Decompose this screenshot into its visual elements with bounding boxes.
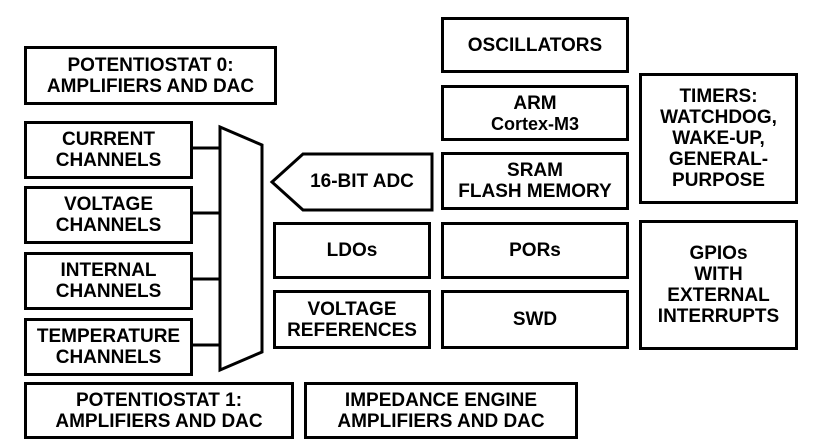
gpios-line-1: GPIOs (689, 243, 748, 264)
timers-line-4: GENERAL- (668, 149, 769, 170)
current-channels-line-2: CHANNELS (55, 150, 162, 171)
timers-line-2: WATCHDOG, (660, 107, 777, 128)
arm-line-2: Cortex-M3 (490, 113, 579, 134)
temperature-channels-block: TEMPERATURE CHANNELS (24, 318, 193, 376)
potentiostat0-line-1: POTENTIOSTAT 0: (67, 54, 234, 76)
impedance-engine-block: IMPEDANCE ENGINE AMPLIFIERS AND DAC (304, 382, 578, 439)
adc-label: 16-BIT ADC (310, 171, 414, 192)
pors-label: PORs (509, 240, 561, 261)
timers-line-5: PURPOSE (672, 170, 765, 191)
sram-line-2: FLASH MEMORY (458, 181, 612, 202)
internal-channels-block: INTERNAL CHANNELS (24, 252, 193, 310)
gpios-block: GPIOs WITH EXTERNAL INTERRUPTS (639, 220, 798, 350)
gpios-line-3: EXTERNAL (667, 285, 770, 306)
pors-block: PORs (441, 222, 629, 279)
potentiostat1-line-2: AMPLIFIERS AND DAC (55, 410, 263, 432)
temperature-channels-line-1: TEMPERATURE (36, 326, 181, 347)
ldos-block: LDOs (273, 222, 431, 279)
temperature-channels-line-2: CHANNELS (55, 347, 162, 368)
sram-line-1: SRAM (507, 160, 563, 181)
potentiostat0-line-2: AMPLIFIERS AND DAC (46, 75, 255, 97)
swd-label: SWD (512, 309, 558, 330)
voltage-references-block: VOLTAGE REFERENCES (273, 290, 431, 349)
timers-line-1: TIMERS: (679, 86, 758, 107)
arm-cortex-block: ARM Cortex-M3 (441, 85, 629, 141)
gpios-line-4: INTERRUPTS (657, 306, 780, 327)
impedance-engine-line-2: AMPLIFIERS AND DAC (337, 410, 545, 432)
oscillators-block: OSCILLATORS (441, 17, 629, 73)
current-channels-block: CURRENT CHANNELS (24, 121, 193, 179)
voltage-channels-line-2: CHANNELS (55, 215, 162, 236)
adc-shape (269, 152, 434, 212)
ldos-label: LDOs (326, 240, 378, 261)
sram-flash-block: SRAM FLASH MEMORY (441, 152, 629, 210)
potentiostat0-block: POTENTIOSTAT 0: AMPLIFIERS AND DAC (24, 46, 277, 105)
internal-channels-line-1: INTERNAL (60, 260, 157, 281)
voltage-channels-line-1: VOLTAGE (63, 194, 154, 215)
potentiostat1-block: POTENTIOSTAT 1: AMPLIFIERS AND DAC (24, 382, 294, 439)
arm-line-1: ARM (513, 92, 557, 114)
potentiostat1-line-1: POTENTIOSTAT 1: (75, 389, 243, 411)
voltage-references-line-1: VOLTAGE (307, 298, 397, 320)
timers-block: TIMERS: WATCHDOG, WAKE-UP, GENERAL- PURP… (639, 73, 798, 204)
current-channels-line-1: CURRENT (62, 129, 155, 150)
gpios-line-2: WITH (694, 264, 743, 285)
internal-channels-line-2: CHANNELS (55, 281, 162, 302)
multiplexer-shape (218, 124, 264, 373)
voltage-references-line-2: REFERENCES (287, 319, 417, 341)
impedance-engine-line-1: IMPEDANCE ENGINE (344, 389, 538, 411)
voltage-channels-block: VOLTAGE CHANNELS (24, 186, 193, 244)
oscillators-label: OSCILLATORS (467, 34, 603, 56)
swd-block: SWD (441, 290, 629, 349)
timers-line-3: WAKE-UP, (672, 128, 765, 149)
